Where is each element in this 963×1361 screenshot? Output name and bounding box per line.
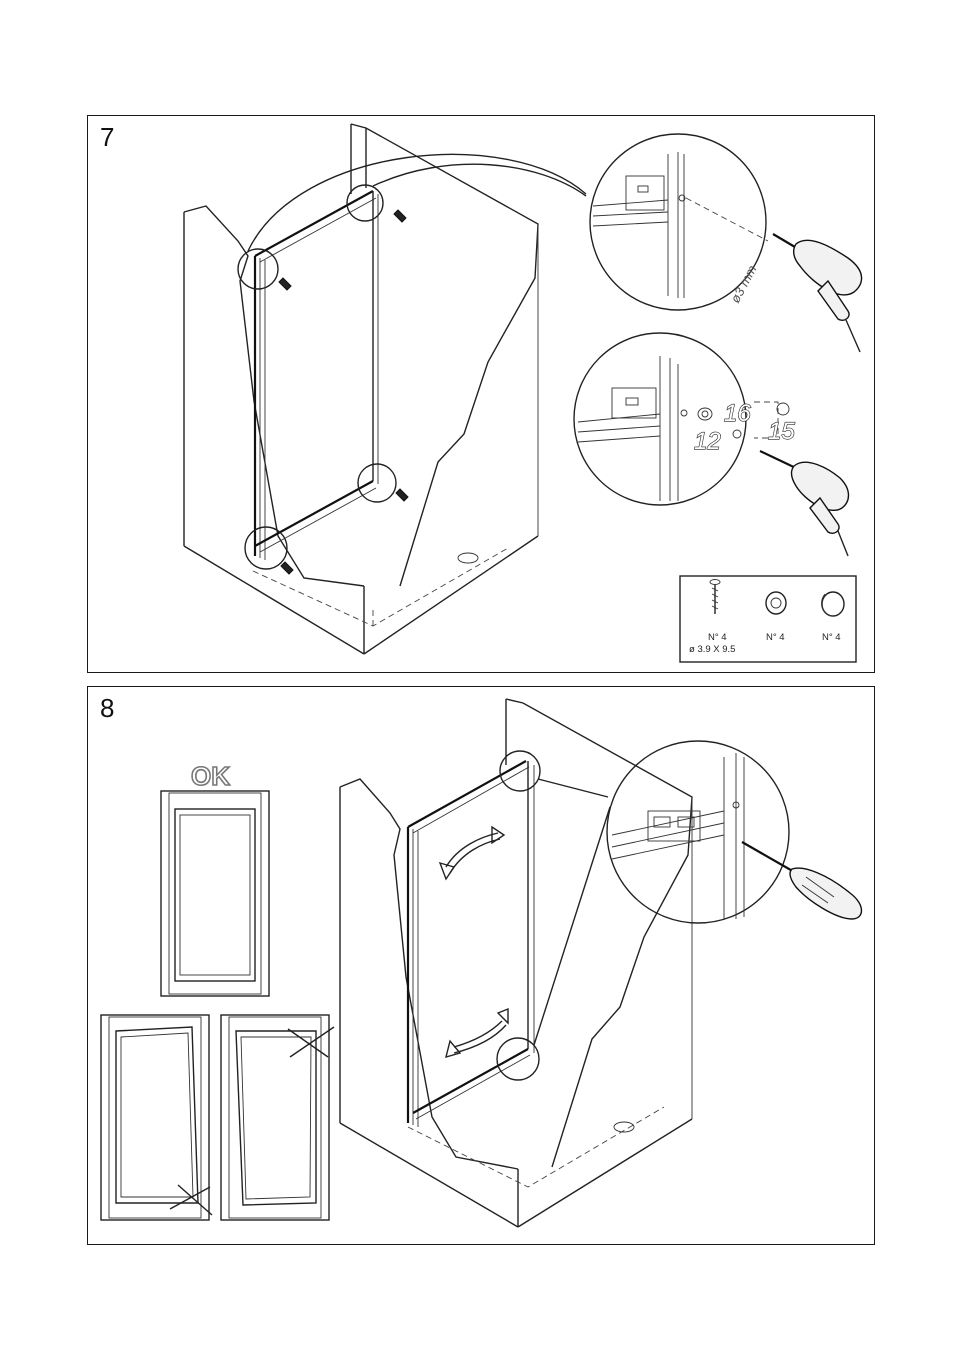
drill-icon-2 (760, 451, 849, 556)
frame-incorrect-right (221, 1015, 334, 1220)
part-number-16: 16 (724, 400, 751, 427)
door-panel (408, 761, 534, 1127)
part-number-12: 12 (694, 428, 721, 455)
door-frame (255, 191, 378, 560)
left-wall (340, 779, 518, 1227)
parts-qty-2: N° 4 (766, 632, 785, 643)
leader-line (248, 154, 586, 251)
zoom-circle-bottom-right (358, 464, 396, 502)
leader-line-bottom (534, 807, 610, 1045)
shower-tray (408, 1107, 664, 1187)
part-number-15: 15 (768, 418, 795, 445)
ok-label: OK (191, 761, 230, 791)
screwdriver-icon (742, 842, 862, 919)
step-7-illustration: ø3 mm 16 12 15 (88, 116, 876, 674)
zoom-circle-bottom-left (245, 527, 287, 569)
drill-size-label: ø3 mm (727, 263, 759, 306)
zoom-circle-bottom (497, 1038, 539, 1080)
step-8-illustration: OK (88, 687, 876, 1246)
leader-line-top (538, 779, 608, 797)
left-wall (184, 206, 538, 654)
parts-qty-3: N° 4 (822, 632, 841, 643)
step-8-panel: 8 OK (87, 686, 875, 1245)
parts-spec-1: ø 3.9 X 9.5 (689, 644, 735, 655)
parts-table: N° 4 ø 3.9 X 9.5 N° 4 N° 4 (680, 576, 856, 662)
frame-incorrect-left (101, 1015, 212, 1220)
cap-icon (822, 592, 844, 616)
back-wall (351, 124, 538, 586)
zoom-detail-screw: 16 12 15 (574, 333, 795, 505)
adjust-arrow-top (440, 827, 504, 879)
washer-icon (766, 592, 786, 614)
frame-correct (161, 791, 269, 996)
drill-icon: ø3 mm (727, 234, 861, 352)
small-screwdriver-icons (279, 210, 408, 574)
zoom-detail-adjust (607, 741, 789, 923)
shower-tray (253, 548, 508, 626)
screw-icon (710, 580, 720, 615)
step-7-panel: 7 (87, 115, 875, 673)
parts-qty-1: N° 4 (708, 632, 727, 643)
